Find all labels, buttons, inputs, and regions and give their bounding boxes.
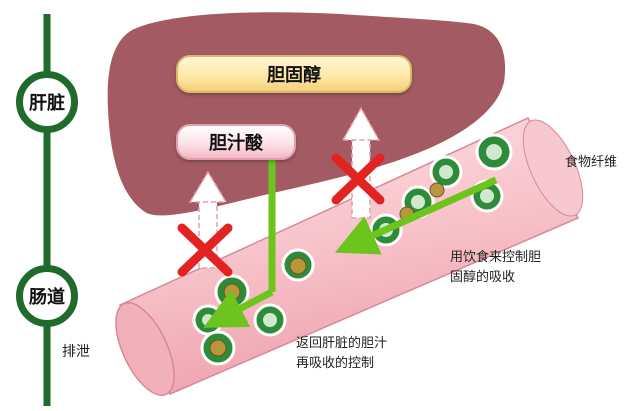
intestine-end xyxy=(522,119,584,217)
blocked-icon xyxy=(331,153,385,205)
fiber-label: 食物纤维 xyxy=(565,155,618,170)
blocked-icon xyxy=(177,223,233,277)
bile-return-arrow xyxy=(203,288,274,328)
cholesterol-bead xyxy=(223,283,241,301)
cholesterol-box: 胆固醇 xyxy=(176,55,412,93)
fiber-cluster-icon xyxy=(475,133,513,171)
diet-control-label: 用饮食来控制胆 固醇的吸收 xyxy=(450,250,542,285)
fiber-flow-arrow xyxy=(334,176,498,255)
cholesterol-bead xyxy=(289,257,307,275)
fiber-cluster-icon xyxy=(253,303,287,337)
timeline-node-liver: 肝脏 xyxy=(16,71,78,133)
bile-acid-box: 胆汁酸 xyxy=(176,124,296,160)
fiber-cluster-icon xyxy=(192,304,224,336)
cholesterol-bead xyxy=(429,182,445,198)
intestine-opening xyxy=(115,301,175,397)
fiber-cluster-icon xyxy=(429,155,463,189)
timeline-node-label: 肠道 xyxy=(29,287,65,308)
bile-control-label: 返回肝脏的胆汁 再吸收的控制 xyxy=(296,336,388,371)
timeline-node-intestine: 肠道 xyxy=(16,265,78,327)
cholesterol-box-label: 胆固醇 xyxy=(267,65,321,86)
excretion-label: 排泄 xyxy=(62,344,90,360)
bile-flow-arrows xyxy=(203,158,498,328)
timeline-node-label: 肝脏 xyxy=(29,93,65,114)
bile-acid-box-label: 胆汁酸 xyxy=(209,133,263,154)
cholesterol-bead xyxy=(209,339,227,357)
